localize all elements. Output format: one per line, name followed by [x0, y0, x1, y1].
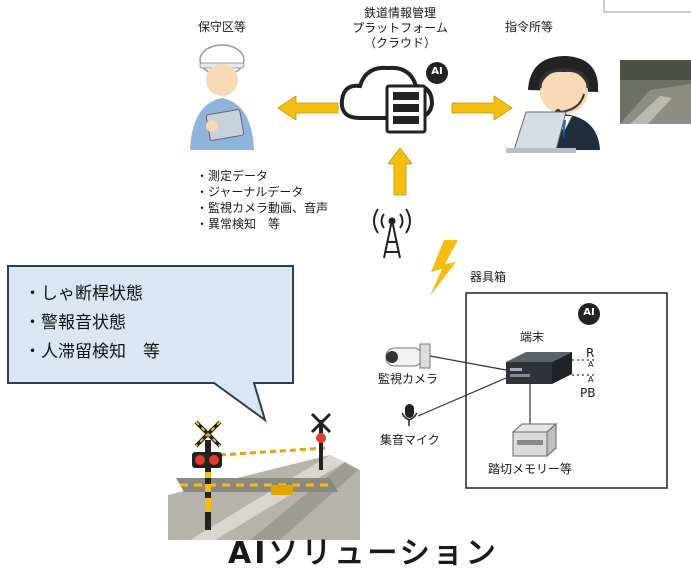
- ai-badge-icon: [426, 62, 448, 84]
- platform-label-line: 鉄道情報管理: [363, 6, 436, 20]
- maintenance-worker-icon: [190, 44, 254, 150]
- ai-badge-icon: [578, 303, 600, 325]
- camera-label: 監視カメラ: [378, 372, 439, 386]
- callout-bubble: [7, 265, 294, 423]
- ai-badge-text: AI: [583, 307, 595, 318]
- platform-label: 鉄道情報管理 プラットフォーム （クラウド）: [340, 6, 460, 51]
- maintenance-label: 保守区等: [198, 20, 247, 34]
- arrow-to-command: [451, 95, 513, 121]
- equipment-box-title: 器具箱: [470, 270, 507, 284]
- callout-item: ・人滞留検知 等: [24, 342, 160, 362]
- equipment-box-frame: [465, 292, 668, 489]
- microphone-label: 集音マイク: [380, 433, 440, 447]
- terminal-label: 端末: [520, 330, 545, 344]
- microphone-icon: [401, 404, 418, 426]
- ai-badge-text: AI: [431, 66, 443, 77]
- command-center-label: 指令所等: [505, 20, 554, 34]
- antenna-icon: [373, 208, 411, 259]
- memory-label: 踏切メモリー等: [488, 462, 573, 476]
- data-type-item: ・ジャーナルデータ: [196, 185, 304, 199]
- railroad-crossing-image: [168, 412, 360, 540]
- callout-item: ・警報音状態: [24, 313, 126, 333]
- data-type-item: ・測定データ: [196, 169, 269, 183]
- signal-pb-label: PB: [580, 386, 596, 400]
- cloud-server-icon: [339, 65, 435, 134]
- lightning-icon: [430, 240, 458, 296]
- callout-item: ・しゃ断桿状態: [24, 284, 143, 304]
- data-types-list: ・測定データ ・ジャーナルデータ ・監視カメラ動画、音声 ・異常検知 等: [196, 168, 328, 232]
- signal-r-label: R: [586, 346, 595, 360]
- callout-list: ・しゃ断桿状態 ・警報音状態 ・人滞留検知 等: [24, 280, 160, 367]
- crossing-memory-icon: [511, 422, 558, 458]
- terminal-device-icon: [506, 352, 572, 384]
- footer-title: AIソリューション: [228, 536, 499, 571]
- clipped-panel: [603, 0, 691, 13]
- platform-label-line: プラットフォーム: [352, 21, 448, 35]
- arrow-to-cloud: [387, 147, 413, 196]
- signal-tick-label: A: [588, 360, 594, 369]
- arrow-to-maintenance: [277, 95, 339, 121]
- data-type-item: ・監視カメラ動画、音声: [196, 201, 329, 215]
- surveillance-camera-icon: [385, 343, 431, 369]
- data-type-item: ・異常検知 等: [196, 217, 281, 231]
- signal-tick-label: A: [588, 375, 594, 384]
- camera-feed-image: [620, 60, 691, 124]
- platform-label-line: （クラウド）: [363, 36, 436, 50]
- connection-lines: [417, 355, 594, 425]
- dispatcher-icon: [506, 56, 600, 153]
